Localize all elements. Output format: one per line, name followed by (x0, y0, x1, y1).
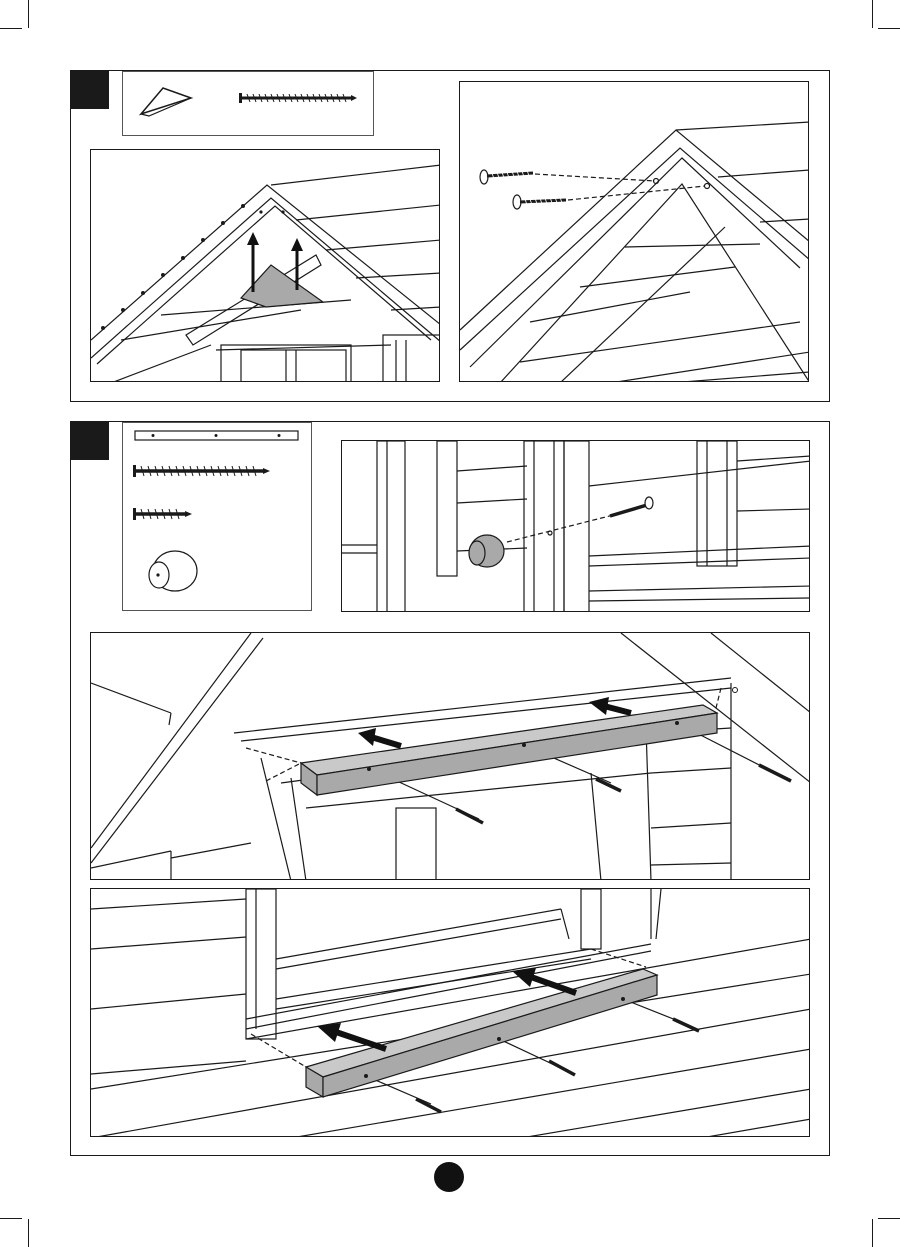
page-number-marker (434, 1162, 464, 1192)
crop-mark (872, 1219, 873, 1247)
crop-mark (878, 1218, 900, 1219)
crop-mark (28, 0, 29, 28)
crop-mark (878, 28, 900, 29)
crop-mark (872, 0, 873, 28)
long-screw-icon (133, 465, 270, 477)
lower-beam-fixing-panel (90, 888, 810, 1137)
triangle-block-icon (141, 88, 191, 116)
step-number-marker (71, 71, 109, 109)
knob-icon (149, 551, 197, 591)
arrow-left-icon (317, 1023, 386, 1049)
upper-beam-fixing-panel (90, 632, 810, 880)
roof-apex-screw-fixing-panel (459, 81, 809, 382)
arrow-left-icon (358, 728, 401, 746)
crop-mark (28, 1219, 29, 1247)
parts-list-box (122, 422, 312, 611)
long-screw-icon (239, 93, 357, 103)
parts-list-box (122, 71, 374, 136)
step-number-marker (71, 422, 109, 460)
screw-icon (610, 497, 653, 516)
wooden-strip-icon (135, 431, 298, 440)
screw-icon (513, 195, 566, 209)
crop-mark (0, 28, 22, 29)
crop-mark (0, 1218, 22, 1219)
screw-icon (480, 170, 533, 184)
roof-apex-reinforcement-insertion-panel (90, 149, 440, 382)
short-screw-icon (133, 508, 192, 520)
door-knob-fixing-panel (341, 440, 810, 612)
